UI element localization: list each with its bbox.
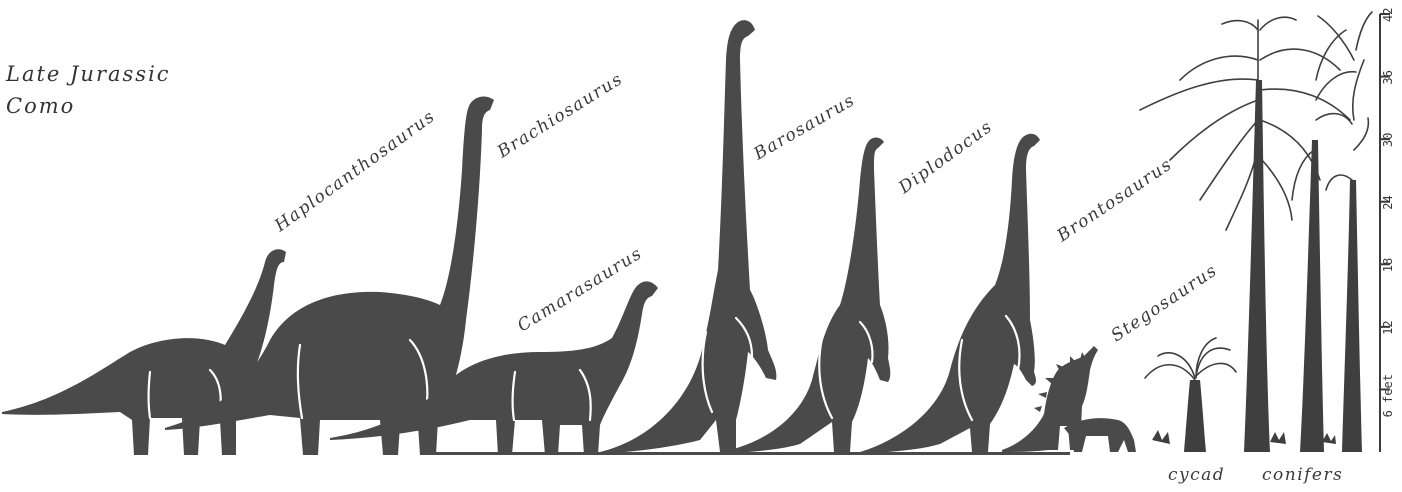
ground-line <box>430 452 1070 455</box>
label-barosaurus: Barosaurus <box>750 90 859 165</box>
label-conifers: conifers <box>1262 465 1343 485</box>
cycad-plant <box>1145 338 1236 452</box>
label-stegosaurus: Stegosaurus <box>1108 260 1222 346</box>
brontosaurus-silhouette <box>860 134 1040 454</box>
scale-tick-label: 42 <box>1381 8 1395 22</box>
conifers-group <box>1140 12 1372 452</box>
barosaurus-silhouette <box>600 20 776 454</box>
label-diplodocus: Diplodocus <box>894 117 996 199</box>
label-brontosaurus: Brontosaurus <box>1053 154 1177 246</box>
label-brachiosaurus: Brachiosaurus <box>493 69 627 163</box>
scale-tick-label: 18 <box>1381 258 1395 272</box>
scale-tick-label: 12 <box>1381 320 1395 334</box>
scale-tick-label: 30 <box>1381 133 1395 147</box>
label-cycad: cycad <box>1168 465 1225 485</box>
label-haplocanthosaurus: Haplocanthosaurus <box>270 106 439 236</box>
scale-tick-label: 6 feet <box>1381 374 1395 417</box>
scale-tick-label: 36 <box>1381 70 1395 84</box>
scale-tick-label: 24 <box>1381 195 1395 209</box>
height-scale: 6 feet 12 18 24 30 36 42 <box>1380 8 1395 452</box>
haplocanthosaurus-silhouette <box>2 249 286 455</box>
